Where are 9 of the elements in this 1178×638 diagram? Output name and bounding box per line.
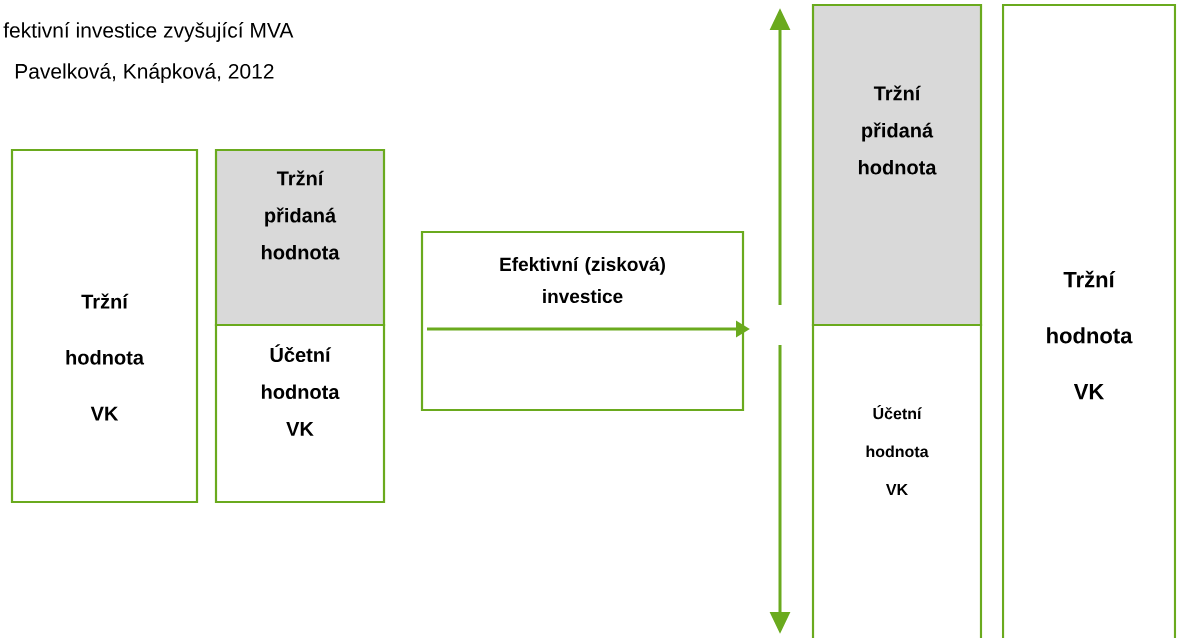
value-box: Tržní přidaná hodnota: [811, 3, 983, 327]
citation: Pavelková, Knápková, 2012: [15, 63, 274, 83]
title: fektivní investice zvyšující MVA: [3, 22, 294, 42]
value-box: Efektivní (zisková) investice: [420, 230, 745, 412]
value-box: Účetní hodnota VK: [214, 323, 386, 504]
value-box: Tržní hodnota VK: [1001, 3, 1177, 638]
value-box: Účetní hodnota VK: [811, 323, 983, 638]
value-box: Tržní hodnota VK: [10, 148, 199, 504]
value-box: Tržní přidaná hodnota: [214, 148, 386, 327]
